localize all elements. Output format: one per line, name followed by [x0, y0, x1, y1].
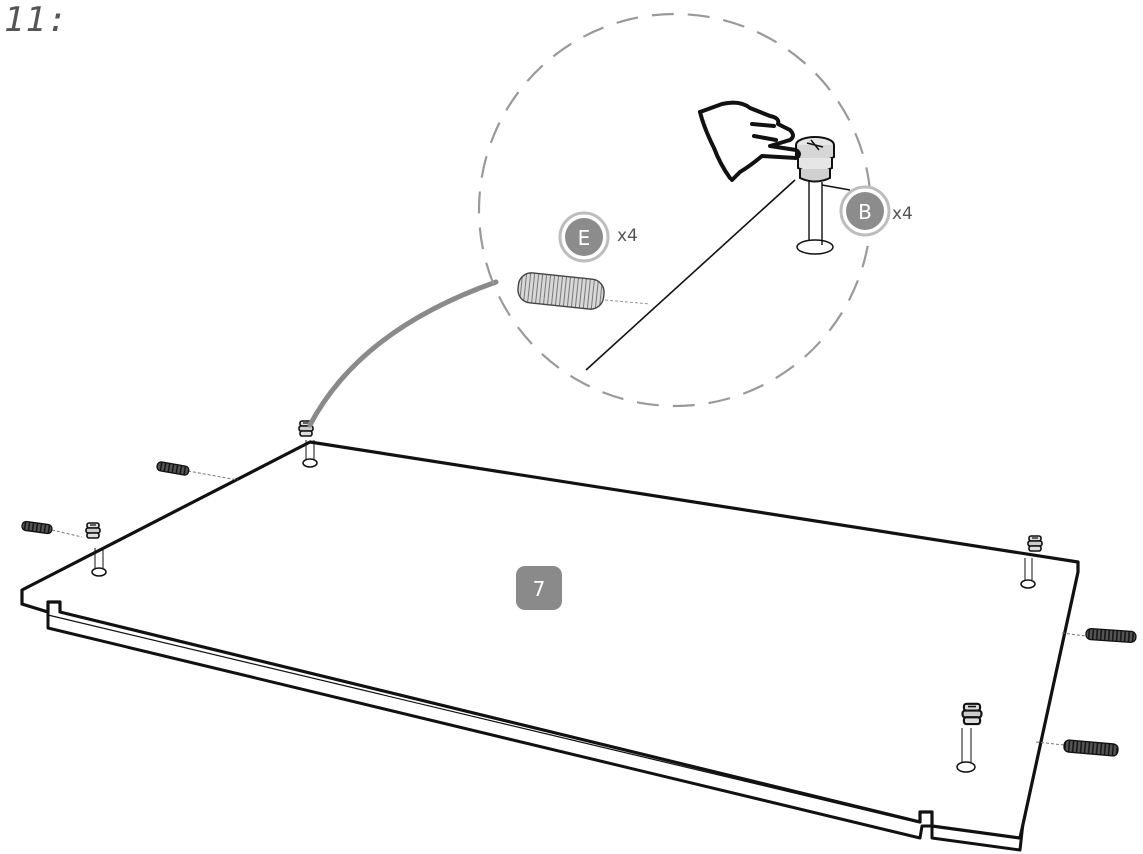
- panel-board: [20, 440, 1080, 852]
- part-e-quantity: x4: [617, 226, 638, 246]
- wooden-dowel-icon: [1085, 627, 1137, 644]
- cam-lock-left: [85, 522, 107, 577]
- cam-lock-icon: [85, 522, 101, 539]
- dowel-left-upper: [156, 461, 239, 481]
- wooden-dowel-icon: [517, 272, 605, 310]
- part-e-letter: E: [578, 226, 591, 250]
- part-badge-e: E: [558, 211, 610, 263]
- cam-lock-right: [1020, 535, 1043, 589]
- pointing-hand-icon: [698, 100, 801, 182]
- cam-lock-bottom-right: [956, 702, 983, 773]
- cam-lock-top-left: [298, 420, 318, 468]
- cam-lock-icon: [795, 136, 835, 183]
- dowel-right-upper: [1061, 627, 1137, 644]
- cam-lock-icon: [961, 702, 983, 726]
- step-number: 11:: [4, 0, 69, 40]
- cam-lock-icon: [1027, 535, 1043, 552]
- wooden-dowel-icon: [21, 520, 53, 535]
- zoom-connector: [307, 279, 499, 428]
- part-b-letter: B: [858, 200, 872, 224]
- detail-callout: E x4 B x4: [477, 12, 913, 408]
- panel-number-badge: 7: [516, 566, 562, 610]
- part-b-quantity: x4: [892, 204, 913, 224]
- wooden-dowel-icon: [156, 461, 190, 476]
- dowel-left-lower: [21, 520, 83, 538]
- part-badge-b: B: [839, 185, 891, 237]
- dowel-right-lower: [1035, 739, 1119, 757]
- panel-number: 7: [533, 577, 546, 601]
- wooden-dowel-icon: [1063, 739, 1119, 757]
